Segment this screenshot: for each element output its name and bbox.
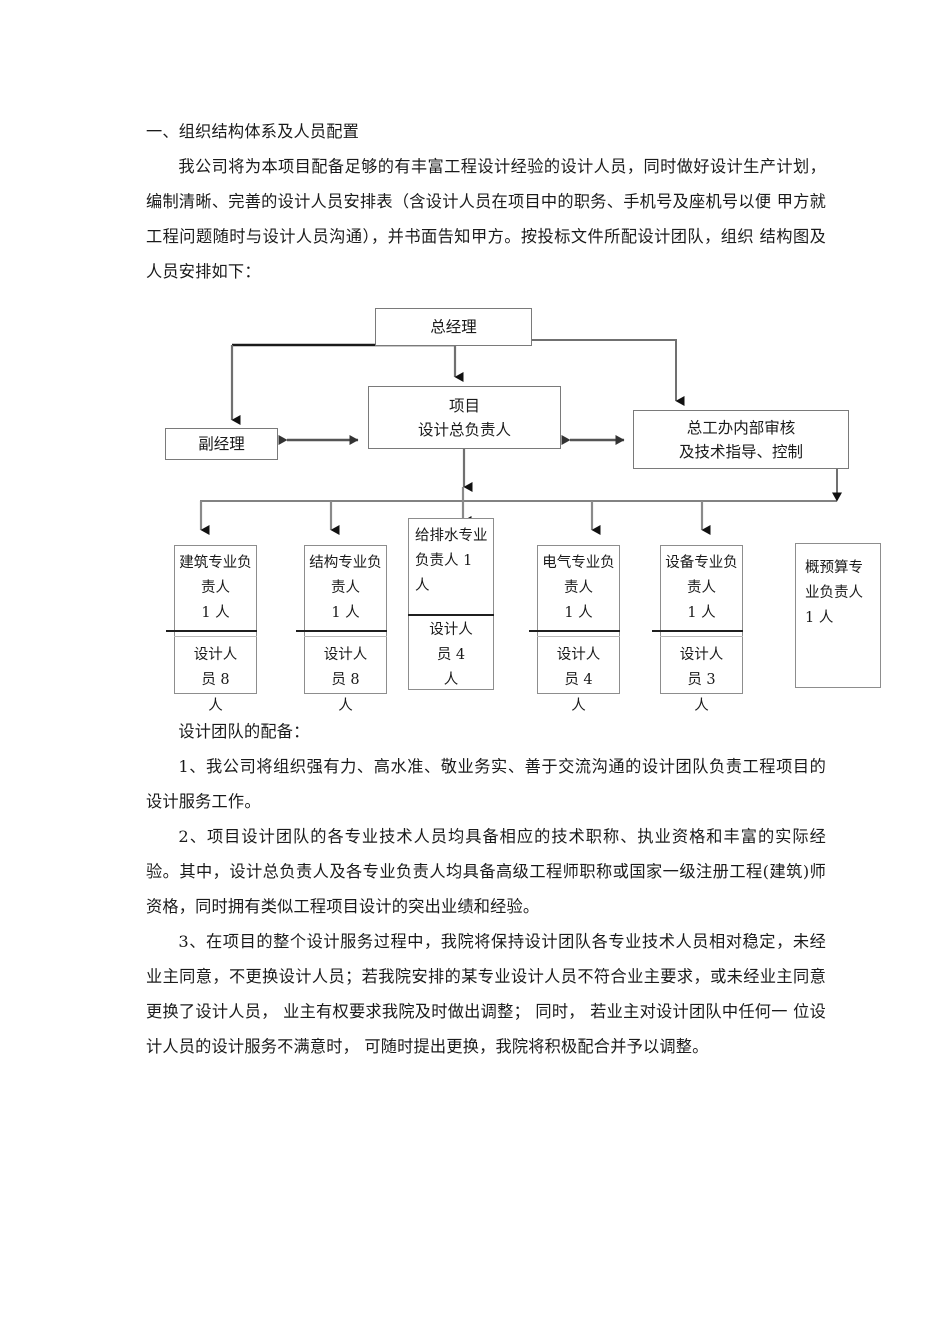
discipline-architecture-divider-thin [174, 636, 257, 637]
discipline-architecture-tail: 人 [208, 698, 223, 714]
section-heading: 一、组织结构体系及人员配置 [146, 122, 360, 141]
discipline-box-equipment: 设备专业负 责人 1 人 设计人 员 3 [660, 545, 743, 694]
discipline-structure-divider [296, 630, 387, 632]
discipline-electrical-tail: 人 [571, 698, 586, 714]
discipline-budget-head: 概预算专 业负责人 1 人 [805, 560, 863, 626]
discipline-structure-staff: 设计人 员 8 [323, 647, 368, 688]
discipline-structure-divider-thin [304, 636, 387, 637]
discipline-plumbing-divider [408, 614, 494, 616]
node-project-design-lead-line1: 项目 [448, 396, 480, 415]
discipline-equipment-tail: 人 [694, 698, 709, 714]
discipline-box-plumbing: 给排水专业 负责人 1 人 设计人 员 4 人 [408, 518, 494, 690]
node-chief-engineer-office: 总工办内部审核 及技术指导、控制 [633, 410, 849, 469]
node-general-manager-label: 总经理 [430, 318, 477, 336]
discipline-electrical-head: 电气专业负 责人 1 人 [542, 555, 615, 621]
node-project-design-lead-line2: 设计总负责人 [417, 420, 511, 439]
discipline-box-architecture: 建筑专业负 责人 1 人 设计人 员 8 [174, 545, 257, 694]
discipline-electrical-divider [529, 630, 620, 632]
discipline-plumbing-head: 给排水专业 负责人 1 人 [415, 528, 488, 594]
discipline-box-structure: 结构专业负 责人 1 人 设计人 员 8 [304, 545, 387, 694]
paragraph-item-3: 3、在项目的整个设计服务过程中，我院将保持设计团队各专业技术人员相对稳定，未经业… [146, 932, 826, 1056]
discipline-box-electrical: 电气专业负 责人 1 人 设计人 员 4 [537, 545, 620, 694]
discipline-electrical-staff: 设计人 员 4 [556, 647, 601, 688]
team-staffing-label: 设计团队的配备： [178, 722, 310, 741]
node-deputy-manager: 副经理 [165, 428, 278, 460]
node-general-manager: 总经理 [375, 308, 532, 346]
discipline-equipment-divider-thin [660, 636, 743, 637]
discipline-box-budget: 概预算专 业负责人 1 人 [795, 543, 881, 688]
node-deputy-manager-label: 副经理 [198, 435, 245, 453]
paragraph-item-1: 1、我公司将组织强有力、高水准、敬业务实、善于交流沟通的设计团队负责工程项目的设… [146, 757, 826, 811]
intro-paragraph: 我公司将为本项目配备足够的有丰富工程设计经验的设计人员，同时做好设计生产计划，编… [146, 157, 826, 281]
discipline-structure-tail: 人 [338, 698, 353, 714]
node-project-design-lead: 项目 设计总负责人 [368, 386, 561, 449]
discipline-architecture-head: 建筑专业负 责人 1 人 [179, 555, 252, 621]
discipline-equipment-staff: 设计人 员 3 [679, 647, 724, 688]
discipline-electrical-divider-thin [537, 636, 620, 637]
node-chief-engineer-office-line2: 及技术指导、控制 [678, 442, 803, 461]
discipline-plumbing-staff: 设计人 员 4 人 [429, 622, 473, 688]
discipline-equipment-divider [652, 630, 743, 632]
discipline-architecture-divider [166, 630, 257, 632]
discipline-structure-head: 结构专业负 责人 1 人 [309, 555, 382, 621]
discipline-equipment-head: 设备专业负 责人 1 人 [665, 555, 738, 621]
paragraph-item-2: 2、项目设计团队的各专业技术人员均具备相应的技术职称、执业资格和丰富的实际经验。… [146, 827, 826, 916]
node-chief-engineer-office-line1: 总工办内部审核 [686, 418, 796, 437]
discipline-architecture-staff: 设计人 员 8 [193, 647, 238, 688]
